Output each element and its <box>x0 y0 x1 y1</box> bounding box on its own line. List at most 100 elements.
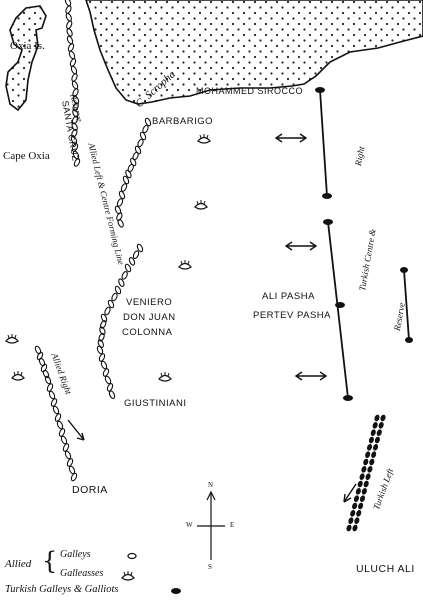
turkish-galley-icon <box>348 517 354 524</box>
turkish-galley-icon <box>357 480 363 488</box>
turkish-galley-icon <box>378 422 384 429</box>
barbarigo-label: BARBARIGO <box>152 116 213 127</box>
turkish-galley-icon <box>353 495 360 502</box>
mainland-coast <box>85 0 423 105</box>
galley-icon <box>98 353 106 362</box>
turkish-galley-icon <box>355 488 361 495</box>
turkish-galley-icon <box>369 458 375 466</box>
compass-west: W <box>186 521 193 529</box>
galley-icon <box>70 472 78 482</box>
legend-brace: { <box>42 547 58 575</box>
colonna-label: COLONNA <box>122 327 173 338</box>
oxia-island <box>5 5 47 112</box>
galley-icon <box>104 306 111 316</box>
galley-icon <box>136 243 144 253</box>
turkish-galley-icon <box>372 444 379 451</box>
galley-icon <box>66 35 74 45</box>
doria-label: DORIA <box>72 484 108 496</box>
galleass-icon <box>158 372 172 382</box>
galley-icon <box>72 102 79 111</box>
galleass-icon <box>197 134 211 144</box>
galley-icon <box>99 326 106 336</box>
turkish-galley-icon <box>368 436 374 444</box>
galley-icon <box>121 271 128 280</box>
galley-icon <box>130 157 137 167</box>
movement-arrow-icon <box>284 241 318 251</box>
legend-turkish: Turkish Galleys & Galliots <box>5 584 119 595</box>
pertev-pasha-label: PERTEV PASHA <box>253 310 331 321</box>
galley-icon <box>100 320 107 329</box>
turkish-galley-icon <box>171 588 181 594</box>
galley-icon <box>67 43 75 52</box>
galleass-icon <box>121 571 135 581</box>
turkish-galley-icon <box>358 502 364 510</box>
turkish-galley-icon <box>359 495 366 502</box>
galley-icon <box>127 552 137 560</box>
turkish-ships <box>315 87 413 401</box>
turkish-galley-icon <box>372 422 378 429</box>
galley-icon <box>122 175 130 185</box>
turkish-galley-icon <box>374 414 380 422</box>
turkish-galley-icon <box>376 429 382 436</box>
galleass-icon <box>178 260 192 270</box>
turkish-galley-icon <box>356 510 362 517</box>
galley-icon <box>54 413 62 422</box>
galley-icon <box>34 345 42 355</box>
allied-left-line-ships <box>96 117 152 399</box>
turkish-galley-icon <box>343 395 353 401</box>
galley-icon <box>62 443 70 452</box>
galley-icon <box>132 151 139 161</box>
compass-east: E <box>230 521 235 529</box>
turkish-galley-icon <box>400 267 408 273</box>
uluch-ali-label: ULUCH ALI <box>356 563 415 575</box>
galley-icon <box>66 28 73 37</box>
galley-icon <box>128 257 136 266</box>
oxia-island-label: Oxia Is. <box>10 40 45 52</box>
galleass-icon <box>194 200 208 210</box>
galley-icon <box>50 398 58 407</box>
galley-icon <box>118 278 125 287</box>
movement-arrow-icon <box>274 133 308 143</box>
turkish-galley-icon <box>361 466 367 473</box>
turkish-right-line <box>319 89 328 197</box>
turkish-left-ships <box>346 414 386 532</box>
galley-icon <box>139 131 147 141</box>
turkish-galley-icon <box>352 524 358 532</box>
turkish-galley-icon <box>346 524 352 532</box>
cape-oxia-label: Cape Oxia <box>3 150 50 162</box>
galley-icon <box>118 190 126 200</box>
mohammed-sirocco-label: MOHAMMED SIROCCO <box>196 86 303 96</box>
galleass-icon <box>5 334 19 344</box>
galley-icon <box>125 169 132 179</box>
turkish-lines <box>319 89 410 399</box>
turkish-galley-icon <box>365 473 371 480</box>
galley-icon <box>40 363 48 373</box>
galley-icon <box>114 205 122 215</box>
turkish-reserve-line <box>403 269 410 341</box>
compass-south: S <box>208 563 212 571</box>
galley-icon <box>36 351 44 361</box>
galley-icon <box>70 65 78 75</box>
compass-north: N <box>208 481 214 489</box>
turkish-galley-icon <box>352 502 358 510</box>
legend-galleasses: Galleasses <box>60 568 104 579</box>
movement-arrows <box>67 133 357 503</box>
turkish-galley-icon <box>315 87 325 93</box>
allied-reserve-ships <box>64 0 81 167</box>
galley-icon <box>117 219 124 228</box>
galley-icon <box>127 163 134 173</box>
allied-right-ships <box>34 345 78 482</box>
galley-icon <box>69 58 77 67</box>
turkish-centre-line <box>327 221 349 399</box>
compass-rose <box>197 490 225 560</box>
galley-icon <box>42 369 50 379</box>
turkish-galley-icon <box>361 488 367 495</box>
turkish-galley-icon <box>359 473 365 480</box>
galley-icon <box>46 383 54 392</box>
turkish-galley-icon <box>365 451 371 458</box>
giustiniani-label: GIUSTINIANI <box>124 398 187 409</box>
galley-icon <box>132 250 140 259</box>
galley-icon <box>38 357 46 367</box>
movement-arrow-icon <box>294 371 328 381</box>
